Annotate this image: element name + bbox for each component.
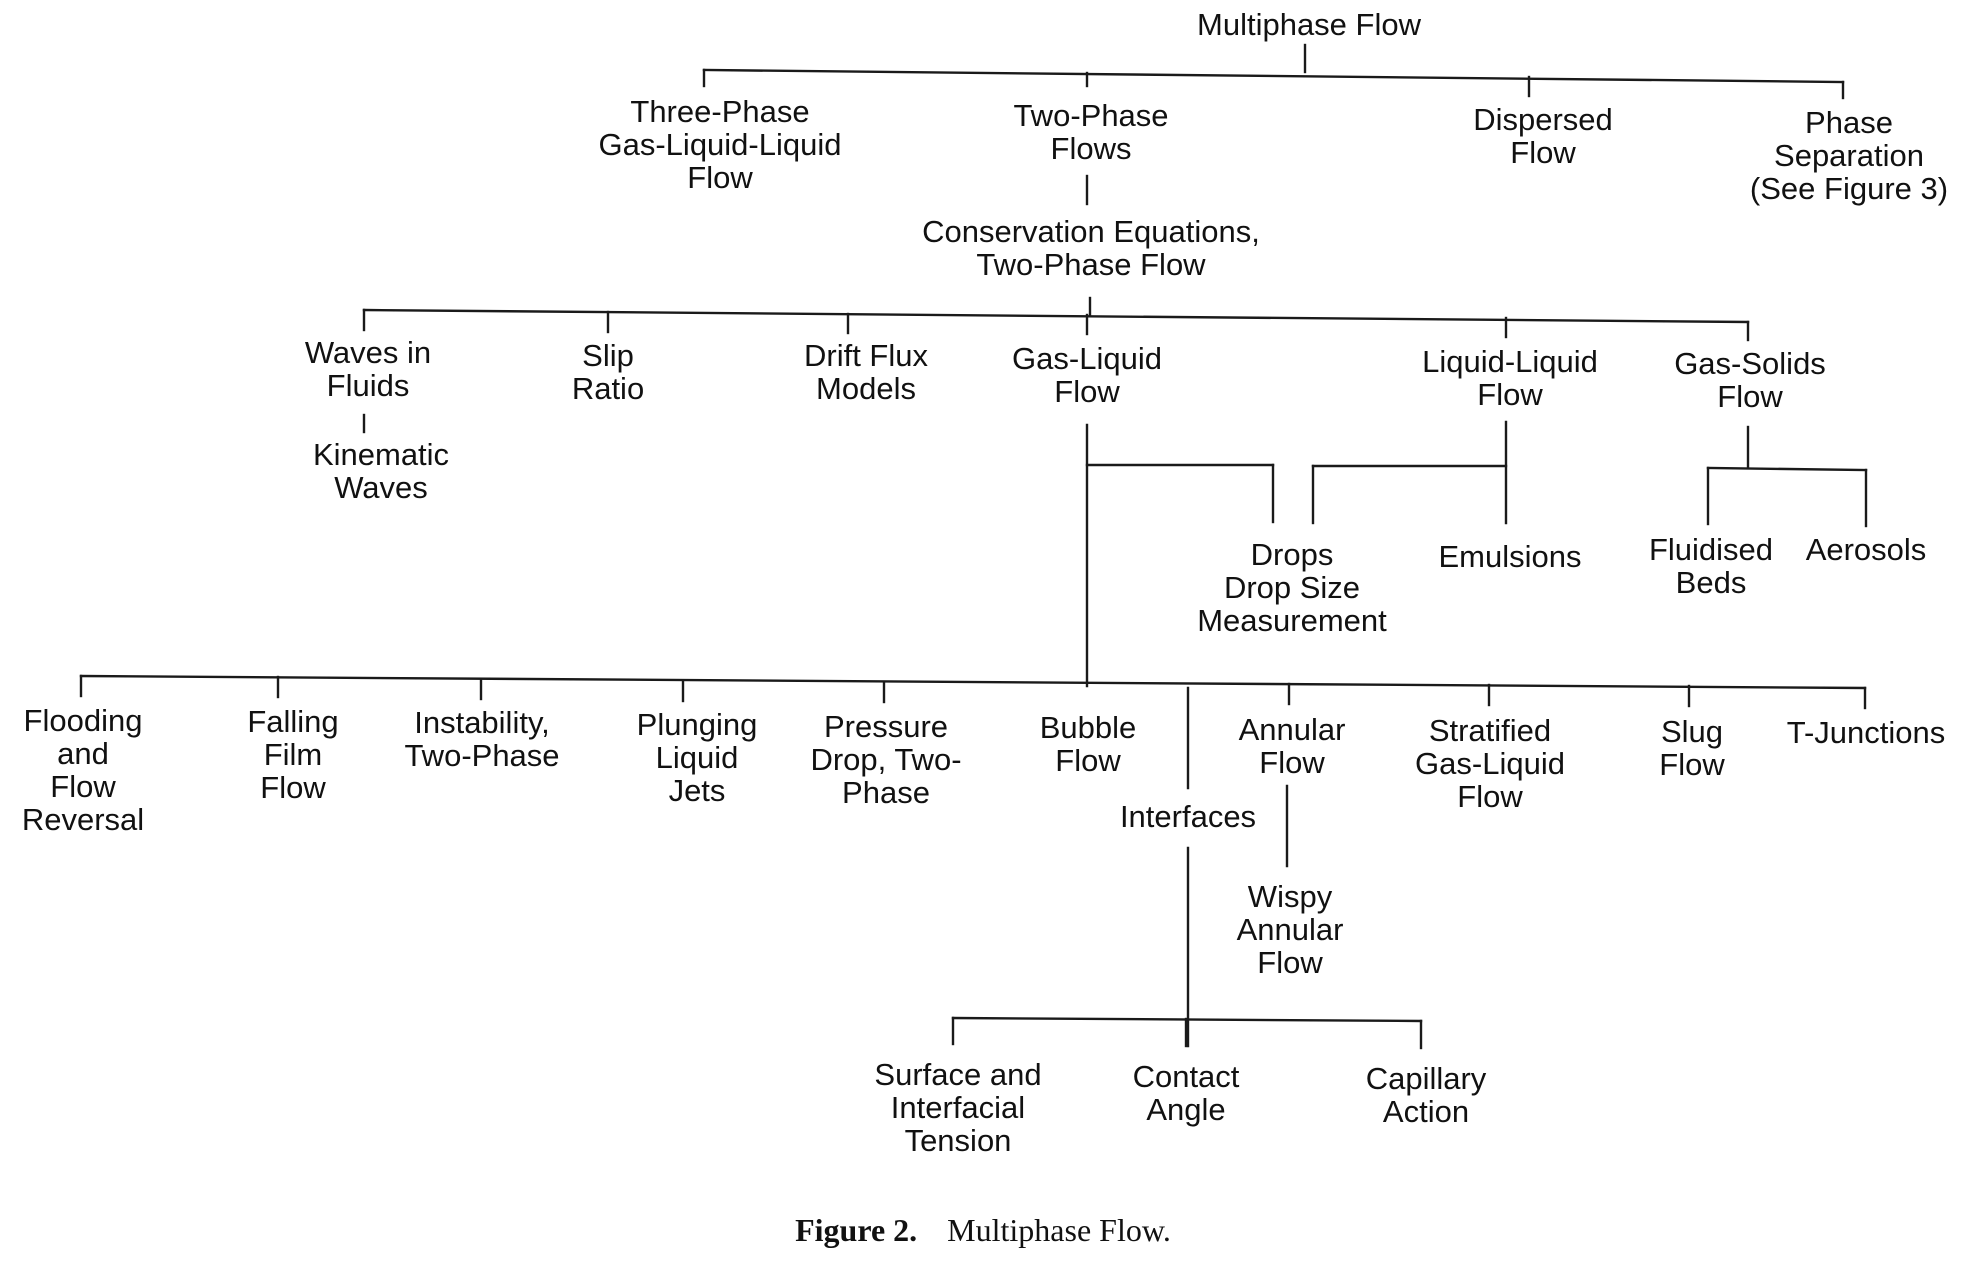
node-stratified: Stratified Gas-Liquid Flow: [1415, 713, 1565, 814]
node-drops: Drops Drop Size Measurement: [1197, 537, 1387, 638]
node-three-phase: Three-Phase Gas-Liquid-Liquid Flow: [598, 94, 842, 195]
node-gas-liquid: Gas-Liquid Flow: [1012, 341, 1162, 409]
node-liquid-liquid: Liquid-Liquid Flow: [1422, 344, 1598, 412]
node-fluidised-beds: Fluidised Beds: [1648, 532, 1774, 600]
node-annular-flow: Annular Flow: [1238, 712, 1346, 780]
node-surface-tension: Surface and Interfacial Tension: [874, 1057, 1042, 1158]
node-wispy-annular: Wispy Annular Flow: [1236, 879, 1344, 980]
node-instability: Instability, Two-Phase: [404, 705, 560, 773]
caption-label: Figure 2.: [795, 1212, 918, 1248]
node-t-junctions: T-Junctions: [1786, 715, 1946, 750]
node-gas-solids: Gas-Solids Flow: [1674, 346, 1826, 414]
node-falling-film: Falling Film Flow: [247, 704, 339, 805]
node-plunging-jets: Plunging Liquid Jets: [636, 707, 758, 808]
node-multiphase-flow: Multiphase Flow: [1197, 7, 1421, 42]
node-slip-ratio: Slip Ratio: [571, 338, 645, 406]
node-flooding: Flooding and Flow Reversal: [21, 703, 145, 837]
node-waves-in-fluids: Waves in Fluids: [304, 335, 432, 403]
node-conservation: Conservation Equations, Two-Phase Flow: [922, 214, 1260, 282]
figure-caption: Figure 2. Multiphase Flow.: [795, 1212, 1171, 1249]
connector-line-1: [702, 68, 1845, 84]
node-pressure-drop: Pressure Drop, Two- Phase: [810, 709, 962, 810]
connector-line-23: [1706, 466, 1868, 472]
node-bubble-flow: Bubble Flow: [1039, 710, 1137, 778]
node-emulsions: Emulsions: [1438, 539, 1582, 574]
node-two-phase: Two-Phase Flows: [1013, 98, 1169, 166]
node-interfaces: Interfaces: [1119, 799, 1257, 834]
connector-line-26: [79, 674, 1867, 690]
connector-line-8: [362, 308, 1750, 324]
node-capillary-action: Capillary Action: [1365, 1061, 1487, 1129]
caption-text: Multiphase Flow.: [947, 1212, 1171, 1248]
node-slug-flow: Slug Flow: [1659, 714, 1725, 782]
node-contact-angle: Contact Angle: [1132, 1059, 1240, 1127]
node-kinematic-waves: Kinematic Waves: [312, 437, 450, 505]
node-phase-separation: Phase Separation (See Figure 3): [1749, 105, 1949, 206]
node-aerosols: Aerosols: [1805, 532, 1927, 567]
node-dispersed: Dispersed Flow: [1473, 102, 1613, 170]
node-drift-flux: Drift Flux Models: [804, 338, 928, 406]
